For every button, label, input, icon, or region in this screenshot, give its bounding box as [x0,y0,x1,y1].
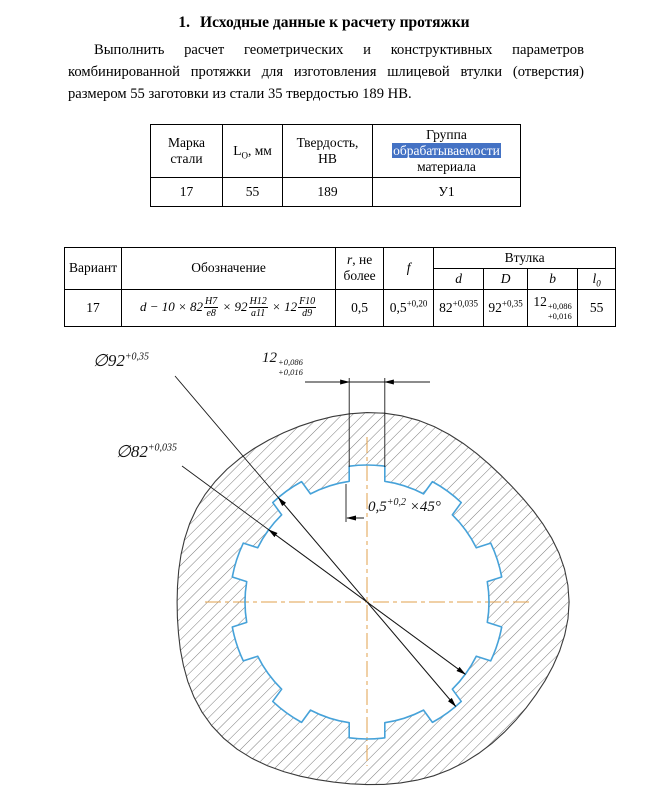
value-variant: 17 [63,288,123,327]
variant-table-header-row-1: Вариант Обозначение r, не более f Втулка [63,246,617,290]
steel-table: Марка стали LО, мм Твердость, НВ Группа … [150,123,521,207]
header-b: b [527,267,579,290]
steel-table-value-row: 17 55 189 У1 [150,176,521,207]
header-hardness: Твердость, НВ [282,123,373,178]
dim-label-d92: ∅92+0,35 [93,351,150,370]
b-tolerance-stack: +0,086+0,016 [547,300,572,321]
value-steel-grade: 17 [150,176,223,207]
leader-d82-arrow-lower [366,601,466,675]
dim-label-d82: ∅82+0,035 [116,442,178,461]
dim-label-chamfer: 0,5+0,2 ×45° [368,497,441,515]
hatch-region [177,412,570,785]
value-r: 0,5 [335,288,385,327]
variant-table: Вариант Обозначение r, не более f Втулка… [63,246,617,327]
header-d: d [433,267,485,290]
steel-table-header-row: Марка стали LО, мм Твердость, НВ Группа … [150,123,521,178]
value-l0: 55 [577,288,617,327]
title-number: 1. [178,14,191,31]
leader-d92-arrow-lower [366,601,457,708]
width12-tolerance-stack: +0,086+0,016 [278,357,303,377]
bushing-drawing: ∅92+0,35 ∅82+0,035 12+0,086+0,016 0,5+0,… [0,332,648,804]
header-bushing: Втулка [433,246,617,269]
blob-outline [176,412,570,786]
header-steel-grade: Марка стали [150,123,223,178]
intro-paragraph: Выполнить расчет геометрических и констр… [68,42,584,102]
header-variant: Вариант [63,246,123,290]
value-b: 12+0,086+0,016 [527,288,579,327]
header-f: f [383,246,435,290]
value-material-group: У1 [372,176,521,207]
value-d: 82+0,035 [433,288,485,327]
title-text: Исходные данные к расчету протяжки [200,14,470,31]
leader-d82-arrow-upper [268,529,368,603]
value-hardness: 189 [282,176,373,207]
value-f: 0,5+0,20 [383,288,435,327]
header-material-group: Группа обрабатываемости материала [372,123,521,178]
variant-table-header-row-2: d D b l0 [65,267,617,290]
drawing-svg [174,375,570,786]
page-title: 1. Исходные данные к расчету протяжки [0,14,648,32]
value-D: 92+0,35 [483,288,529,327]
header-r: r, не более [335,246,385,290]
leader-d92-arrow-upper [277,496,368,603]
value-length: 55 [222,176,283,207]
spline-profile [231,464,503,740]
header-l0: l0 [577,267,617,290]
header-length: LО, мм [222,123,283,178]
dim-label-width12: 12+0,086+0,016 [262,350,303,377]
highlighted-word: обрабатываемости [392,142,501,158]
header-D: D [483,267,529,290]
header-designation: Обозначение [121,246,337,290]
